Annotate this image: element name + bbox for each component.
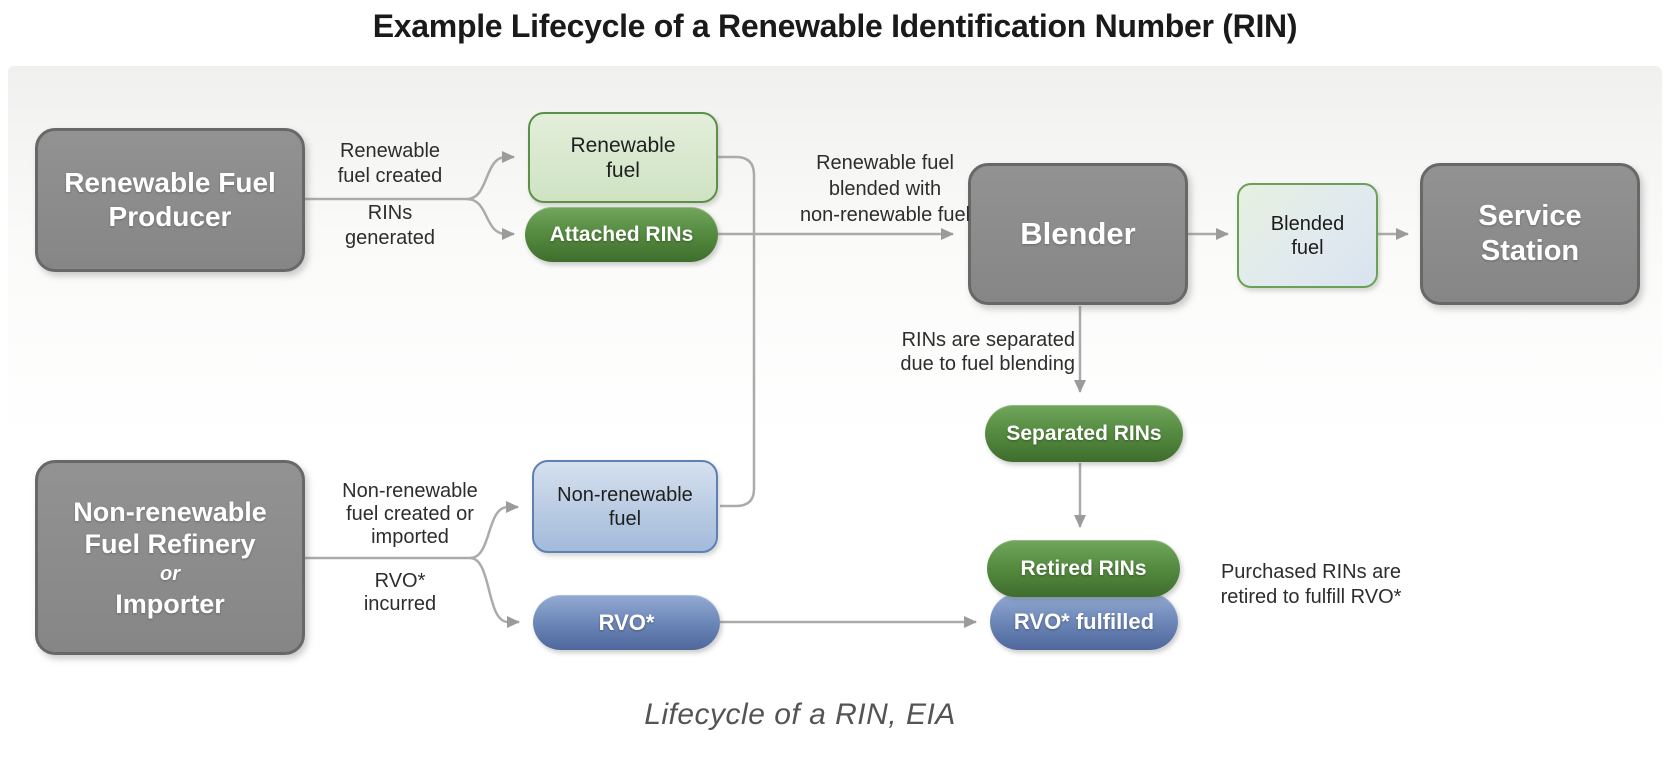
edge-nonrenewable-fuel-to-junction — [720, 234, 756, 508]
node-label-line: RVO* — [598, 609, 655, 635]
node-label-line: Importer — [115, 588, 225, 619]
edge-refinery-to-rvo — [469, 556, 520, 628]
node-label-line: Separated RINs — [1006, 421, 1162, 445]
node-renewable-fuel-producer: Renewable Fuel Producer — [35, 128, 305, 272]
node-label-line: Non-renewable — [557, 483, 693, 506]
node-label-line: Fuel Refinery — [84, 528, 256, 559]
node-label-line: or — [160, 562, 180, 585]
label-line: RVO* — [374, 570, 426, 592]
label-line: retired to fulfill RVO* — [1220, 586, 1402, 608]
node-label-line: Attached RINs — [549, 222, 694, 246]
node-label-line: Producer — [108, 201, 232, 232]
label-line: Renewable fuel — [816, 152, 954, 174]
node-rvo-fulfilled: RVO* fulfilled — [990, 593, 1178, 650]
node-label-line: Renewable — [570, 133, 676, 157]
label-line: due to fuel blending — [900, 353, 1075, 375]
edge-refinery-to-nonrenewable-fuel — [469, 501, 519, 560]
node-label-line: Blended — [1270, 212, 1345, 235]
edge-renewable-fuel-to-junction — [718, 155, 756, 234]
label-line: incurred — [363, 593, 437, 615]
node-label-line: fuel — [606, 158, 640, 182]
label-line: RINs — [367, 202, 413, 224]
node-service-station: Service Station — [1420, 163, 1640, 305]
edge-label-renewable-blended: Renewable fuel blended with non-renewabl… — [765, 150, 1005, 228]
node-label-line: Station — [1480, 235, 1580, 267]
label-line: generated — [344, 227, 436, 249]
node-nonrenewable-fuel: Non-renewable fuel — [532, 460, 718, 553]
caption: Lifecycle of a RIN, EIA — [644, 698, 956, 731]
node-label-line: fuel — [608, 507, 642, 530]
label-line: non-renewable fuel — [799, 204, 971, 226]
node-blender: Blender — [968, 163, 1188, 305]
node-label-line: fuel — [1291, 236, 1324, 259]
label-line: RINs are separated — [901, 329, 1075, 351]
label-line: Non-renewable — [342, 480, 478, 502]
node-retired-rins: Retired RINs — [987, 540, 1180, 597]
edge-label-rvo-incurred: RVO* incurred — [310, 570, 490, 616]
edge-label-purchased-rins: Purchased RINs are retired to fulfill RV… — [1190, 560, 1432, 610]
label-line: blended with — [828, 178, 942, 200]
node-label-line: Non-renewable — [73, 496, 267, 527]
edge-label-rins-generated: RINs generated — [300, 201, 480, 251]
node-blended-fuel: Blended fuel — [1237, 183, 1378, 288]
label-line: Renewable — [339, 140, 441, 162]
label-line: fuel created or — [346, 503, 474, 525]
edge-label-rins-separated: RINs are separated due to fuel blending — [815, 328, 1075, 376]
label-line: Purchased RINs are — [1220, 561, 1402, 583]
node-label-line: Service — [1478, 200, 1582, 232]
diagram-title: Example Lifecycle of a Renewable Identif… — [372, 8, 1298, 44]
node-label-line: Blender — [1020, 216, 1136, 251]
edge-producer-to-renewable-fuel — [466, 151, 515, 201]
edge-producer-to-attached-rins — [466, 197, 515, 240]
node-label-line: RVO* fulfilled — [1013, 608, 1155, 634]
node-nonrenewable-fuel-refinery: Non-renewable Fuel Refinery or Importer — [35, 460, 305, 655]
node-separated-rins: Separated RINs — [985, 405, 1183, 462]
label-line: imported — [371, 526, 449, 548]
node-label-line: Renewable Fuel — [64, 167, 276, 198]
edge-label-nonrenewable-created: Non-renewable fuel created or imported — [310, 480, 510, 549]
node-renewable-fuel: Renewable fuel — [528, 112, 718, 203]
node-attached-rins: Attached RINs — [525, 207, 718, 262]
label-line: fuel created — [337, 165, 443, 187]
node-rvo: RVO* — [533, 595, 720, 650]
node-label-line: Retired RINs — [1020, 556, 1147, 580]
edge-label-renewable-fuel-created: Renewable fuel created — [300, 139, 480, 189]
